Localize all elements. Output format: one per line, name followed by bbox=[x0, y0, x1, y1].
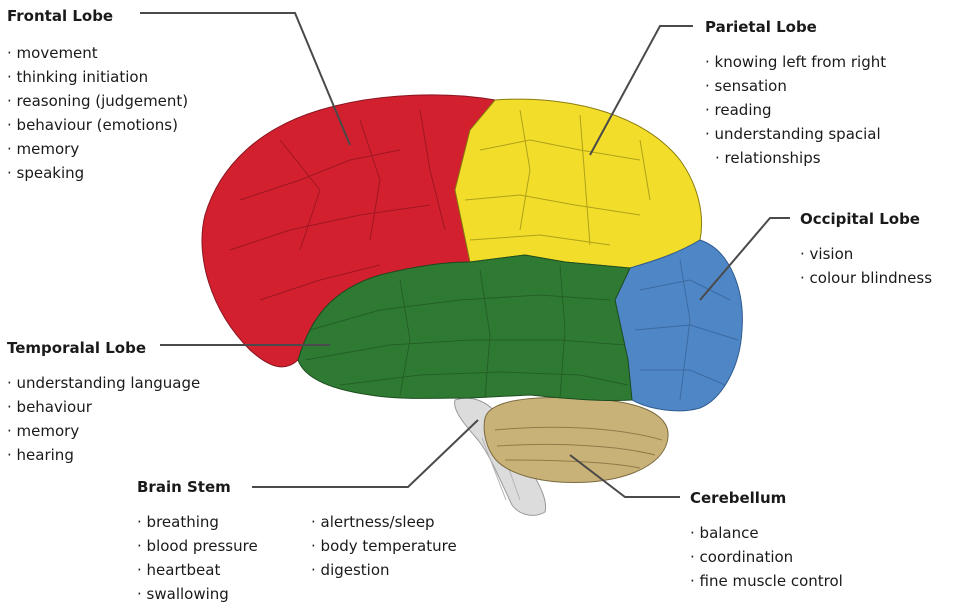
function-item: breathing bbox=[137, 510, 311, 534]
parietal-lobe-functions: knowing left from right sensation readin… bbox=[705, 50, 886, 170]
function-item: hearing bbox=[7, 443, 200, 467]
function-item: fine muscle control bbox=[690, 569, 843, 593]
function-item: digestion bbox=[311, 558, 457, 582]
function-item: colour blindness bbox=[800, 266, 932, 290]
frontal-lobe-functions: movement thinking initiation reasoning (… bbox=[7, 41, 188, 185]
function-item: vision bbox=[800, 242, 932, 266]
function-item: reading bbox=[705, 98, 886, 122]
temporal-lobe-functions: understanding language behaviour memory … bbox=[7, 371, 200, 467]
cerebellum-functions: balance coordination fine muscle control bbox=[690, 521, 843, 593]
brainstem-functions-col2: alertness/sleep body temperature digesti… bbox=[311, 510, 457, 606]
occipital-lobe-title: Occipital Lobe bbox=[800, 210, 932, 228]
brainstem-leader-line bbox=[252, 420, 478, 487]
function-item-continuation: relationships bbox=[705, 146, 886, 170]
temporal-lobe-title: Temporalal Lobe bbox=[7, 339, 200, 357]
function-item: understanding spacial bbox=[705, 122, 886, 146]
function-item: memory bbox=[7, 137, 188, 161]
function-item: memory bbox=[7, 419, 200, 443]
function-item: thinking initiation bbox=[7, 65, 188, 89]
function-item: behaviour bbox=[7, 395, 200, 419]
parietal-lobe-block: Parietal Lobe knowing left from right se… bbox=[705, 18, 886, 170]
frontal-lobe-title: Frontal Lobe bbox=[7, 7, 188, 25]
occipital-lobe-block: Occipital Lobe vision colour blindness bbox=[800, 210, 932, 290]
function-item: swallowing bbox=[137, 582, 311, 606]
occipital-lobe-functions: vision colour blindness bbox=[800, 242, 932, 290]
cerebellum-region bbox=[484, 398, 668, 483]
brainstem-block: Brain Stem breathing blood pressure hear… bbox=[137, 478, 457, 606]
parietal-lobe-region bbox=[455, 99, 702, 268]
function-item: reasoning (judgement) bbox=[7, 89, 188, 113]
function-item: behaviour (emotions) bbox=[7, 113, 188, 137]
function-item: speaking bbox=[7, 161, 188, 185]
brainstem-title: Brain Stem bbox=[137, 478, 457, 496]
function-item: balance bbox=[690, 521, 843, 545]
cerebellum-block: Cerebellum balance coordination fine mus… bbox=[690, 489, 843, 593]
function-item: movement bbox=[7, 41, 188, 65]
function-item: understanding language bbox=[7, 371, 200, 395]
function-item: heartbeat bbox=[137, 558, 311, 582]
frontal-lobe-block: Frontal Lobe movement thinking initiatio… bbox=[7, 7, 188, 185]
temporal-lobe-block: Temporalal Lobe understanding language b… bbox=[7, 339, 200, 467]
cerebellum-title: Cerebellum bbox=[690, 489, 843, 507]
parietal-lobe-title: Parietal Lobe bbox=[705, 18, 886, 36]
brainstem-functions-col1: breathing blood pressure heartbeat swall… bbox=[137, 510, 311, 606]
function-item: knowing left from right bbox=[705, 50, 886, 74]
function-item: coordination bbox=[690, 545, 843, 569]
function-item: sensation bbox=[705, 74, 886, 98]
function-item: alertness/sleep bbox=[311, 510, 457, 534]
function-item: blood pressure bbox=[137, 534, 311, 558]
brainstem-functions: breathing blood pressure heartbeat swall… bbox=[137, 510, 457, 606]
function-item: body temperature bbox=[311, 534, 457, 558]
